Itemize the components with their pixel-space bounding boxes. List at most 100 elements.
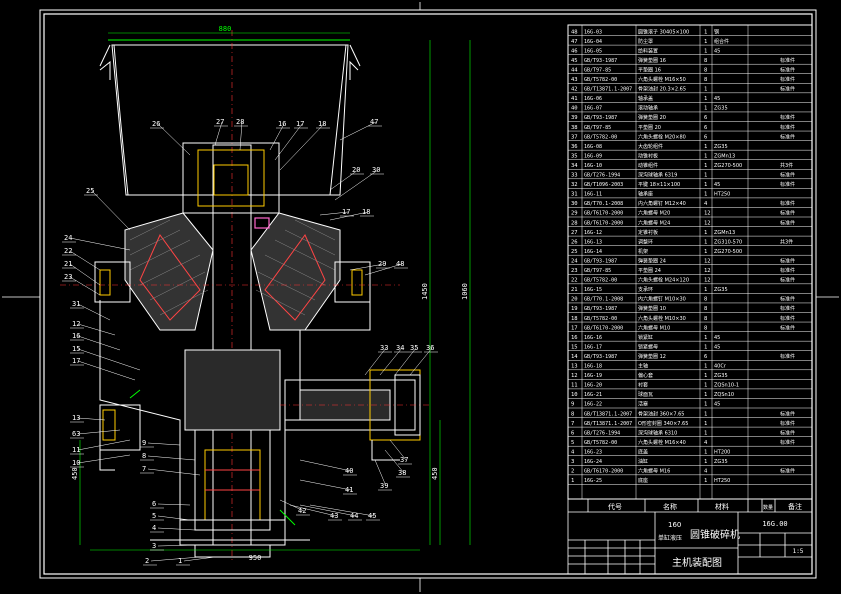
bom-item-code: GB/T1096-2003 xyxy=(584,182,623,188)
bom-item-remark: 标准件 xyxy=(780,124,795,131)
part-label: 20 xyxy=(329,166,364,191)
bom-item-code: 16G-18 xyxy=(584,364,602,370)
bom-item-code: 16G-22 xyxy=(584,402,602,408)
bom-item-remark: 标准件 xyxy=(780,324,795,331)
bom-item-name: 骨架油封 360×7.65 xyxy=(638,410,684,417)
bom-item-remark: 标准件 xyxy=(780,114,795,121)
bom-item-qty: 1 xyxy=(704,249,707,255)
bom-item-qty: 1 xyxy=(704,383,707,389)
bom-item-remark: 标准件 xyxy=(780,172,795,179)
bom-item-no: 29 xyxy=(571,211,578,217)
bom-item-qty: 8 xyxy=(704,325,707,331)
part-number: 5 xyxy=(152,512,156,520)
bom-item-name: O形密封圈 340×7.65 xyxy=(638,420,688,427)
bom-item-code: 16G-20 xyxy=(584,383,602,389)
bom-item-no: 47 xyxy=(571,39,578,45)
bom-item-code: GB/T93-1987 xyxy=(584,58,617,64)
part-label: 10 xyxy=(70,454,131,468)
bom-item-name: 调整环 xyxy=(638,238,653,245)
bom-item-qty: 1 xyxy=(704,459,707,465)
part-number: 29 xyxy=(378,260,386,268)
bom-item-no: 7 xyxy=(571,421,574,427)
part-label: 34 xyxy=(379,344,408,376)
bom-item-no: 34 xyxy=(571,163,578,169)
bom-item-code: GB/T93-1987 xyxy=(584,354,617,360)
dim-bottom-width: 950 xyxy=(249,554,262,562)
bom-item-code: 16G-15 xyxy=(584,287,602,293)
bom-item-remark: 标准件 xyxy=(780,181,795,188)
bom-item-no: 13 xyxy=(571,364,578,370)
part-number: 17 xyxy=(342,208,350,216)
drawing-name: 主机装配图 xyxy=(672,556,722,569)
bom-item-material: 45 xyxy=(714,182,720,188)
part-label: 21 xyxy=(62,260,101,286)
bom-item-no: 21 xyxy=(571,287,578,293)
bom-header-qty: 数量 xyxy=(763,504,773,511)
bom-item-name: 弹簧垫圈 12 xyxy=(638,353,666,360)
part-number: 28 xyxy=(236,118,244,126)
bom-item-qty: 12 xyxy=(704,258,711,264)
bom-item-no: 46 xyxy=(571,48,578,54)
bom-item-qty: 1 xyxy=(704,182,707,188)
part-label: 17 xyxy=(319,208,354,217)
bom-item-name: 油缸 xyxy=(638,458,648,465)
bom-item-code: GB/T5782-00 xyxy=(584,316,617,322)
bom-item-qty: 8 xyxy=(704,297,707,303)
bom-item-name: 弹簧垫圈 24 xyxy=(638,257,666,264)
bom-header-material: 材料 xyxy=(715,502,729,511)
part-number: 23 xyxy=(64,273,72,281)
bom-item-name: 平键 18×11×100 xyxy=(638,181,680,188)
part-label: 11 xyxy=(70,439,131,455)
bom-item-code: GB/T97-85 xyxy=(584,268,611,274)
part-number: 18 xyxy=(318,120,326,128)
bom-item-qty: 8 xyxy=(704,58,707,64)
bom-item-no: 22 xyxy=(571,278,578,284)
part-number: 7 xyxy=(142,465,146,473)
part-label: 47 xyxy=(339,118,382,141)
bom-item-qty: 6 xyxy=(704,115,707,121)
part-number: 45 xyxy=(368,512,376,520)
bom-item-name: 六角头螺栓 M16×50 xyxy=(638,76,686,83)
bom-item-name: 给料装置 xyxy=(638,47,658,54)
bom-item-qty: 1 xyxy=(704,163,707,169)
bom-item-qty: 1 xyxy=(704,430,707,436)
part-label: 24 xyxy=(62,234,131,251)
part-number: 63 xyxy=(72,430,80,438)
bom-item-qty: 1 xyxy=(704,478,707,484)
bom-item-code: GB/T97-85 xyxy=(584,67,611,73)
part-label: 15 xyxy=(70,345,141,371)
bom-item-code: GB/T13871.1-2007 xyxy=(584,421,632,427)
part-label: 39 xyxy=(374,459,392,491)
bom-item-material: 45 xyxy=(714,402,720,408)
part-label: 33 xyxy=(364,344,392,376)
bom-item-name: 动锥组件 xyxy=(638,162,658,169)
bom-item-name: 大齿轮组件 xyxy=(638,143,663,150)
bom-item-qty: 12 xyxy=(704,278,711,284)
bom-item-qty: 12 xyxy=(704,268,711,274)
bom-item-code: 16G-25 xyxy=(584,478,602,484)
drawing-scale: 1:5 xyxy=(793,548,804,555)
bom-item-name: 深沟球轴承 6319 xyxy=(638,172,677,179)
part-number: 10 xyxy=(72,459,80,467)
bom-item-name: 底盖 xyxy=(638,448,648,455)
bom-item-qty: 1 xyxy=(704,48,707,54)
bom-item-no: 10 xyxy=(571,392,578,398)
bom-item-code: 16G-23 xyxy=(584,449,602,455)
bom-item-qty: 1 xyxy=(704,96,707,102)
bom-item-name: 主轴 xyxy=(638,363,648,370)
part-label: 29 xyxy=(349,260,390,271)
